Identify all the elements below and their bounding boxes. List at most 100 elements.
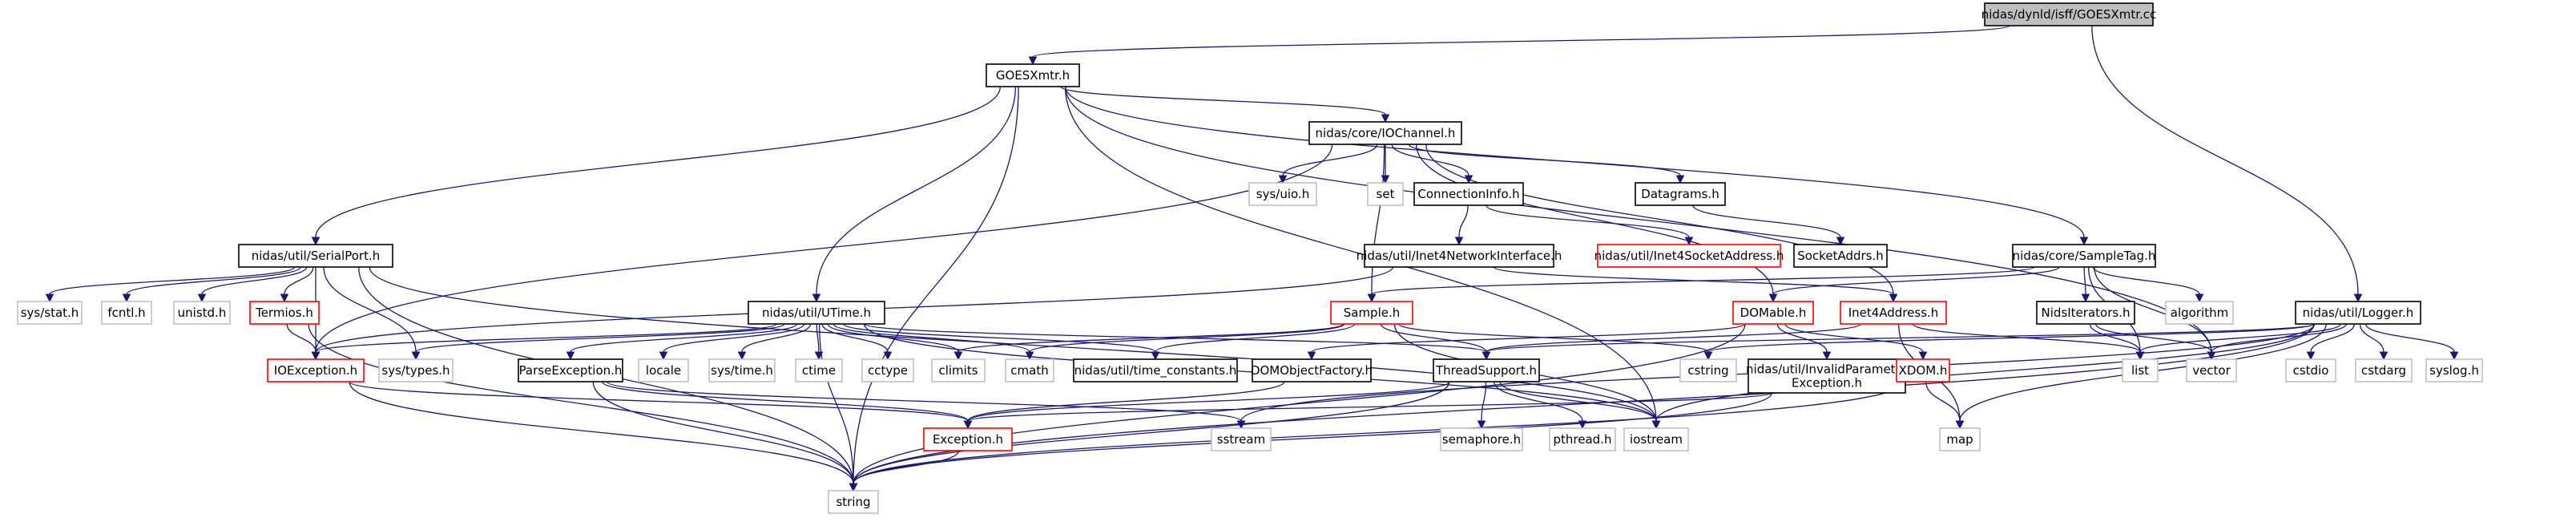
edge-logger-to-cstdio xyxy=(2306,323,2355,361)
node-label: nidas/core/SampleTag.h xyxy=(2013,249,2156,263)
node-inet4sock[interactable]: nidas/util/Inet4SocketAddress.h xyxy=(1594,244,1784,268)
node-label: Sample.h xyxy=(1344,306,1401,320)
node-termios[interactable]: Termios.h xyxy=(249,301,320,325)
node-label: nidas/util/SerialPort.h xyxy=(252,249,381,263)
node-label: DOMObjectFactory.h xyxy=(1251,363,1373,378)
node-box xyxy=(1440,427,1523,451)
edge-logger-to-cstdarg xyxy=(2359,323,2389,361)
node-label: sstream xyxy=(1217,432,1265,447)
node-label: algorithm xyxy=(2171,306,2228,320)
edge-sample-to-cstring xyxy=(1397,323,1713,361)
node-box xyxy=(931,358,986,382)
node-iostream: iostream xyxy=(1623,427,1689,451)
edge-serialport-to-sysstat xyxy=(45,266,296,303)
node-label: Termios.h xyxy=(255,306,313,320)
node-parseexc[interactable]: ParseException.h xyxy=(518,358,623,382)
node-label: DOMable.h xyxy=(1740,306,1807,320)
node-label: cctype xyxy=(868,363,908,378)
node-goesxmtr[interactable]: GOESXmtr.h xyxy=(986,63,1080,87)
node-xdom[interactable]: XDOM.h xyxy=(1896,358,1950,382)
node-timeconst[interactable]: nidas/util/time_constants.h xyxy=(1073,358,1238,382)
node-sampletag[interactable]: nidas/core/SampleTag.h xyxy=(2012,244,2156,268)
node-box xyxy=(748,301,885,325)
edge-conninfo-to-inet4sock xyxy=(1486,204,1694,246)
node-label: XDOM.h xyxy=(1899,363,1948,378)
node-box xyxy=(1248,182,1317,206)
node-box xyxy=(2425,358,2483,382)
node-box xyxy=(173,301,231,325)
node-datagrams[interactable]: Datagrams.h xyxy=(1635,182,1726,206)
node-label: pthread.h xyxy=(1554,432,1612,447)
node-box xyxy=(2122,358,2159,382)
node-unistd: unistd.h xyxy=(173,301,231,325)
node-box xyxy=(1597,244,1781,268)
node-label: fcntl.h xyxy=(107,306,145,320)
node-label: semaphore.h xyxy=(1442,432,1521,447)
edge-domable-to-xdom xyxy=(1784,323,1928,361)
node-label: Exception.h xyxy=(1792,376,1862,390)
node-box xyxy=(238,244,393,268)
edge-sample-to-timeconst xyxy=(1151,323,1356,361)
node-serialport[interactable]: nidas/util/SerialPort.h xyxy=(238,244,393,268)
edge-sampletag-to-algorithm xyxy=(2092,266,2204,303)
node-box xyxy=(267,358,365,382)
node-iochannel[interactable]: nidas/core/IOChannel.h xyxy=(1308,121,1462,145)
node-threadsupport[interactable]: ThreadSupport.h xyxy=(1433,358,1540,382)
node-box xyxy=(1005,358,1054,382)
node-box xyxy=(1549,427,1616,451)
node-niditer[interactable]: NidsIterators.h xyxy=(2036,301,2135,325)
edge-sampletag-to-domable xyxy=(1768,266,2060,303)
node-ctime: ctime xyxy=(795,358,843,382)
node-utime[interactable]: nidas/util/UTime.h xyxy=(748,301,885,325)
node-label: cstdarg xyxy=(2361,363,2406,378)
node-box xyxy=(2285,358,2336,382)
node-ioexception[interactable]: IOException.h xyxy=(267,358,365,382)
edge-iochannel-to-ioexception xyxy=(311,144,1333,361)
node-label: sys/stat.h xyxy=(21,306,79,320)
node-label: syslog.h xyxy=(2429,363,2479,378)
node-box xyxy=(1367,182,1404,206)
node-root[interactable]: nidas/dynld/isff/GOESXmtr.cc xyxy=(1981,2,2157,26)
node-conninfo[interactable]: ConnectionInfo.h xyxy=(1413,182,1524,206)
node-cctype: cctype xyxy=(861,358,914,382)
node-sample[interactable]: Sample.h xyxy=(1330,301,1413,325)
edge-root-to-goesxmtr xyxy=(1028,25,2011,66)
node-box xyxy=(2165,301,2234,325)
edge-utime-to-systime xyxy=(737,323,812,361)
edge-iochannel-to-datagrams xyxy=(1408,144,1685,184)
edge-goesxmtr-to-iochannel xyxy=(1060,86,1390,123)
node-socketaddrs[interactable]: SocketAddrs.h xyxy=(1793,244,1888,268)
node-label: NidsIterators.h xyxy=(2042,306,2131,320)
node-label: iostream xyxy=(1630,432,1683,447)
node-domable[interactable]: DOMable.h xyxy=(1732,301,1814,325)
node-cmath: cmath xyxy=(1005,358,1054,382)
node-list: list xyxy=(2122,358,2159,382)
node-box xyxy=(2036,301,2135,325)
edge-utime-to-ioexception xyxy=(311,323,777,361)
edge-iochannel-to-conninfo xyxy=(1391,144,1473,184)
edge-utime-to-parseexc xyxy=(566,323,798,361)
edge-logger-to-string xyxy=(849,323,2316,492)
node-fcntl: fcntl.h xyxy=(101,301,152,325)
node-inet4addr[interactable]: Inet4Address.h xyxy=(1840,301,1947,325)
node-sstream: sstream xyxy=(1211,427,1272,451)
node-inet4netif[interactable]: nidas/util/Inet4NetworkInterface.h xyxy=(1357,244,1562,268)
edge-serialport-to-unistd xyxy=(197,266,308,303)
edge-goesxmtr-to-utime xyxy=(812,86,1017,303)
node-logger[interactable]: nidas/util/Logger.h xyxy=(2295,301,2421,325)
node-box xyxy=(17,301,83,325)
node-label: ConnectionInfo.h xyxy=(1417,187,1519,201)
node-box xyxy=(1364,244,1554,268)
node-domobjfact[interactable]: DOMObjectFactory.h xyxy=(1251,358,1373,382)
edge-inet4addr-to-threadsupport xyxy=(1482,323,1862,361)
edge-sampletag-to-niditer xyxy=(2081,266,2090,303)
node-box xyxy=(1896,358,1950,382)
node-exception[interactable]: Exception.h xyxy=(923,427,1013,451)
node-box xyxy=(2186,358,2237,382)
node-label: climits xyxy=(938,363,978,378)
edge-parseexc-to-exception xyxy=(602,381,973,430)
node-label: nidas/util/Logger.h xyxy=(2303,306,2414,320)
edge-ioexception-to-exception xyxy=(349,381,973,430)
